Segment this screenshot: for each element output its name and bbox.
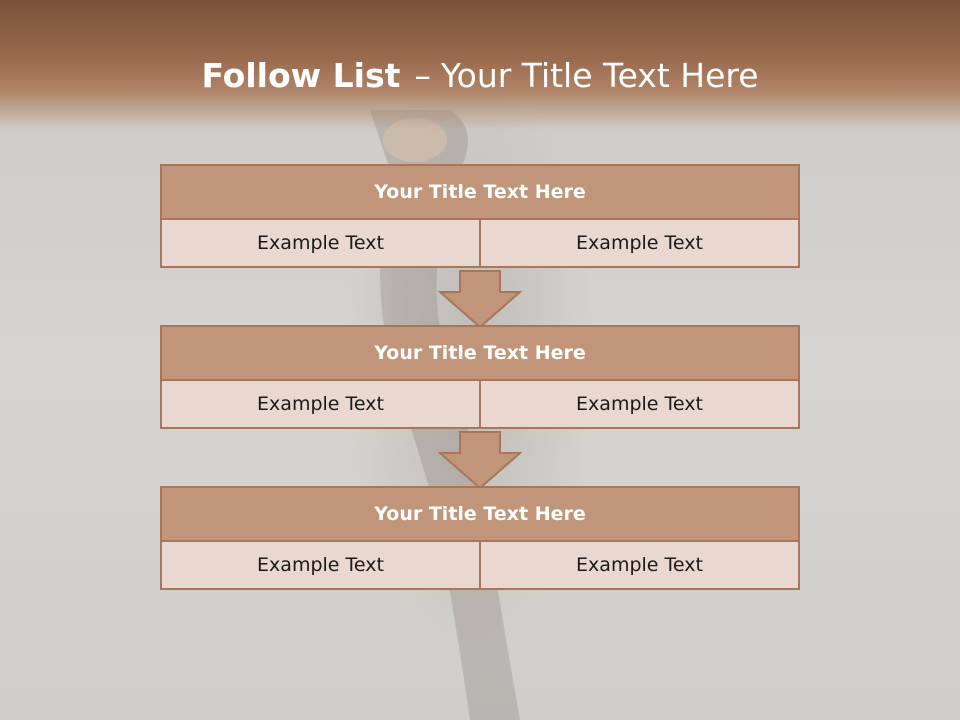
step-cell-right: Example Text <box>481 542 800 590</box>
step-header: Your Title Text Here <box>160 164 800 220</box>
step-row: Example Text Example Text <box>160 381 800 429</box>
step-cell-left: Example Text <box>160 542 481 590</box>
step-header: Your Title Text Here <box>160 486 800 542</box>
step-block-3: Your Title Text Here Example Text Exampl… <box>160 486 800 590</box>
step-cell-left: Example Text <box>160 381 481 429</box>
step-cell-left: Example Text <box>160 220 481 268</box>
down-arrow-1 <box>438 270 522 328</box>
title-dash: – <box>414 56 431 95</box>
step-header: Your Title Text Here <box>160 325 800 381</box>
step-cell-right: Example Text <box>481 381 800 429</box>
title-bold-part: Follow List <box>201 56 401 95</box>
step-block-2: Your Title Text Here Example Text Exampl… <box>160 325 800 429</box>
step-cell-right: Example Text <box>481 220 800 268</box>
title-rest-part: Your Title Text Here <box>440 56 759 95</box>
step-row: Example Text Example Text <box>160 220 800 268</box>
step-row: Example Text Example Text <box>160 542 800 590</box>
slide-title: Follow List–Your Title Text Here <box>0 54 960 98</box>
step-block-1: Your Title Text Here Example Text Exampl… <box>160 164 800 268</box>
header-band <box>0 0 960 130</box>
down-arrow-2 <box>438 431 522 489</box>
